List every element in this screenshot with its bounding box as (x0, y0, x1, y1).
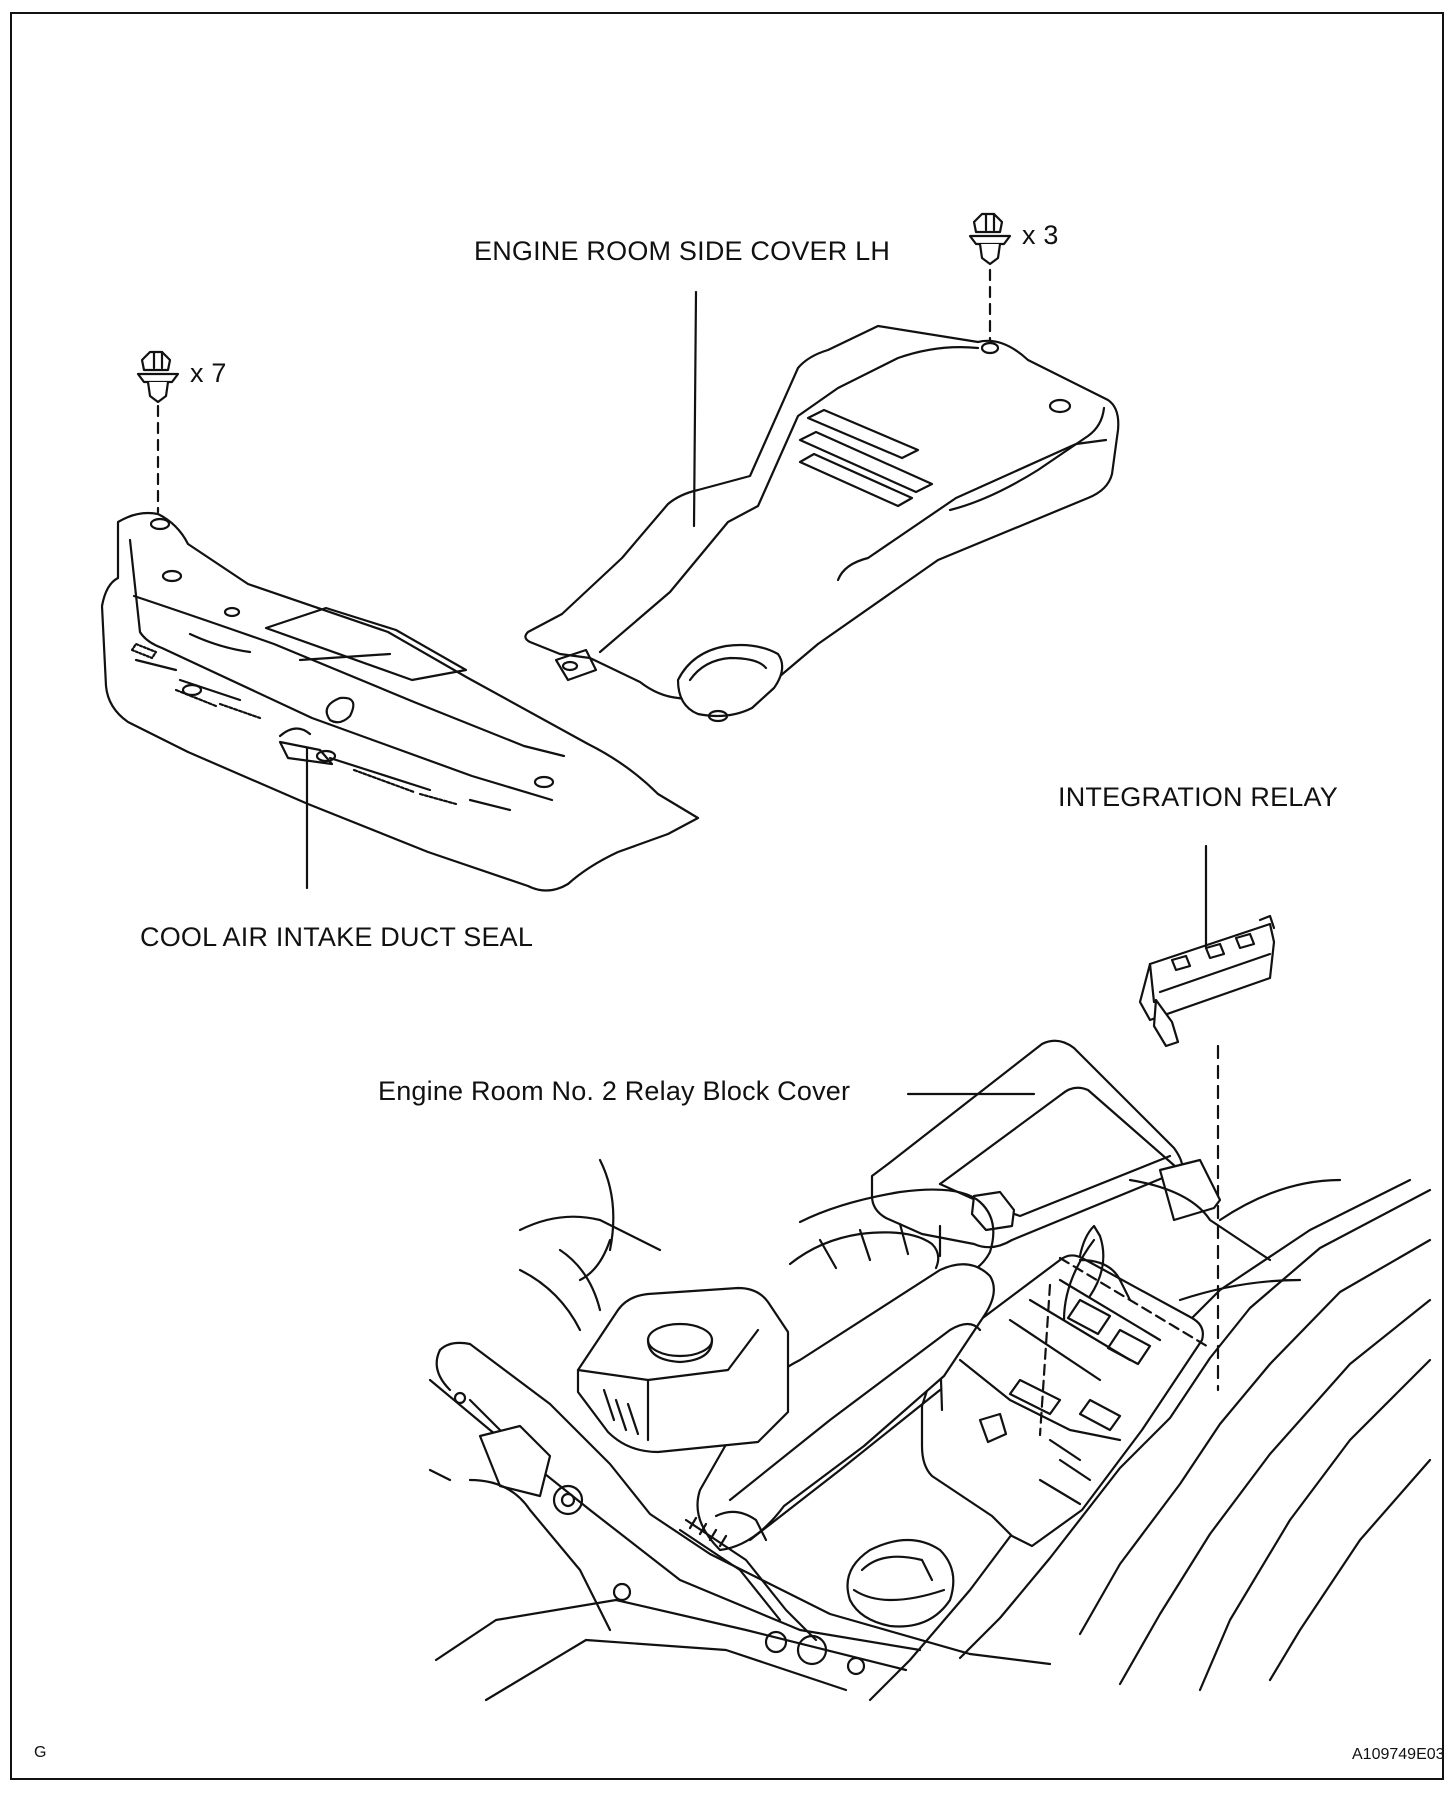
corner-code-left: G (34, 1744, 47, 1761)
duct-seal-clip-quantity: x 7 (190, 358, 227, 388)
integration-relay-label: INTEGRATION RELAY (1058, 782, 1338, 812)
engine-room-side-cover-label: ENGINE ROOM SIDE COVER LH (474, 236, 891, 266)
engine-room-side-cover-part (524, 324, 1120, 723)
clip-icon-duct-seal (136, 350, 180, 404)
relay-block-cover-label: Engine Room No. 2 Relay Block Cover (378, 1076, 851, 1106)
cool-air-intake-duct-seal-part (100, 511, 700, 892)
clip-icon-side-cover (968, 212, 1012, 266)
figure-id: A109749E03 (1352, 1746, 1445, 1763)
side-cover-leader-line (692, 290, 698, 528)
engine-compartment-illustration (428, 1158, 1432, 1702)
cool-air-intake-duct-seal-label: COOL AIR INTAKE DUCT SEAL (140, 922, 534, 952)
integration-relay-part (1138, 914, 1276, 1048)
side-cover-clip-quantity: x 3 (1022, 220, 1059, 250)
relay-block-cover-part (870, 1039, 1222, 1249)
